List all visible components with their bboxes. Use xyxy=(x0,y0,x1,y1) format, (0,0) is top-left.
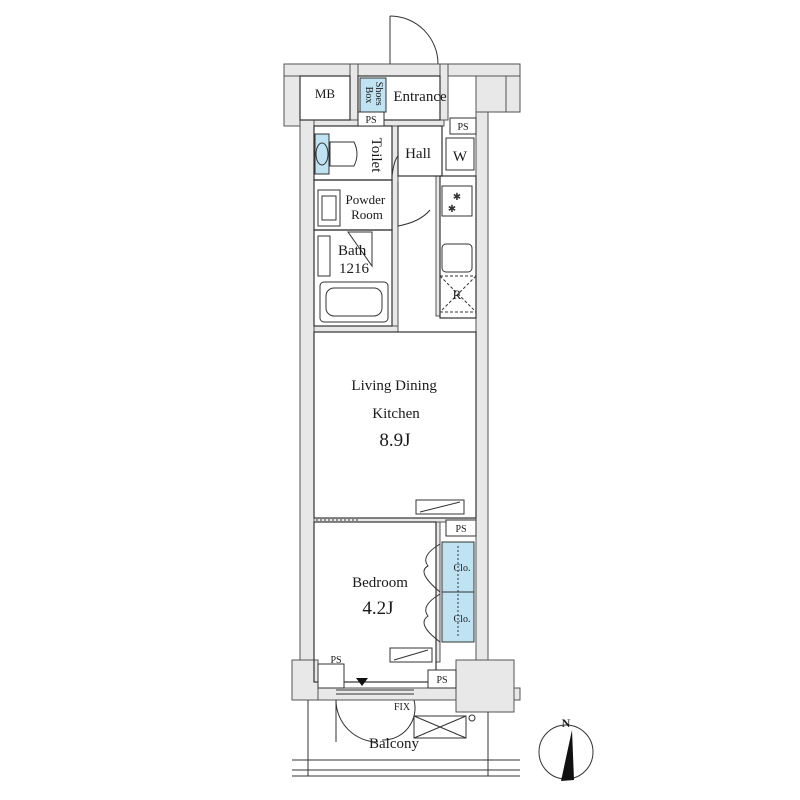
closet-label-2: Clo. xyxy=(454,614,471,625)
kitchen-sink xyxy=(441,243,473,273)
north-label: N xyxy=(562,716,571,730)
refrigerator-space xyxy=(439,275,477,313)
bath-door[interactable] xyxy=(347,231,373,268)
closets xyxy=(441,541,475,643)
kitchen-counter xyxy=(439,175,477,319)
washer-label: W xyxy=(453,149,468,165)
hall-label: Hall xyxy=(405,146,431,162)
bathtub xyxy=(317,235,389,323)
toilet-label: Toilet xyxy=(368,138,384,174)
ps-label-5: PS xyxy=(436,675,447,686)
shoes-box: Shoes Box xyxy=(359,77,387,113)
mb-label: MB xyxy=(315,86,336,101)
balcony-door[interactable] xyxy=(335,689,416,743)
closet-label-1: Clo. xyxy=(454,563,471,574)
bedroom-sill xyxy=(389,647,433,663)
bath-label: Bath 1216 xyxy=(338,243,370,277)
fix-box xyxy=(413,714,476,739)
svg-text:✱: ✱ xyxy=(448,204,456,215)
ps-boxes xyxy=(317,111,477,689)
powder-sink xyxy=(317,189,341,227)
ldk-room xyxy=(313,331,477,519)
entrance-label: Entrance xyxy=(393,89,447,105)
balcony-label: Balcony xyxy=(369,736,419,752)
entrance-room xyxy=(357,75,441,121)
balcony xyxy=(292,700,520,777)
walls xyxy=(283,63,521,713)
washer-space xyxy=(445,137,475,171)
svg-text:✱: ✱ xyxy=(453,192,461,203)
bath-room xyxy=(313,229,393,327)
ps-label-1: PS xyxy=(365,115,376,126)
ps-label-3: PS xyxy=(455,524,466,535)
ldk-label: Living Dining Kitchen xyxy=(351,378,440,422)
refrigerator-label: R xyxy=(453,287,462,302)
mb-room xyxy=(299,75,351,121)
powder-door[interactable] xyxy=(397,182,431,227)
bedroom-label: Bedroom xyxy=(352,575,408,591)
entrance-door[interactable] xyxy=(389,15,439,65)
toilet-fixture xyxy=(314,133,358,175)
fix-label: FIX xyxy=(394,702,411,713)
shoes-box-label: Shoes Box xyxy=(363,82,384,108)
bedroom-size-label: 4.2J xyxy=(362,598,393,619)
toilet-door[interactable] xyxy=(391,155,399,177)
ldk-size-label: 8.9J xyxy=(379,430,410,451)
ldk-window-sill xyxy=(415,499,465,515)
powder-room-label: Powder Room xyxy=(346,192,389,222)
ps-label-2: PS xyxy=(457,122,468,133)
north-arrow-icon: N xyxy=(538,716,594,781)
closet-doors[interactable] xyxy=(423,543,441,643)
hall-room xyxy=(397,125,443,177)
stove: ✱ ✱ xyxy=(441,185,473,217)
entry-marker-icon xyxy=(356,678,368,686)
ps-label-4: PS xyxy=(330,655,341,666)
sliding-door[interactable] xyxy=(316,519,400,523)
